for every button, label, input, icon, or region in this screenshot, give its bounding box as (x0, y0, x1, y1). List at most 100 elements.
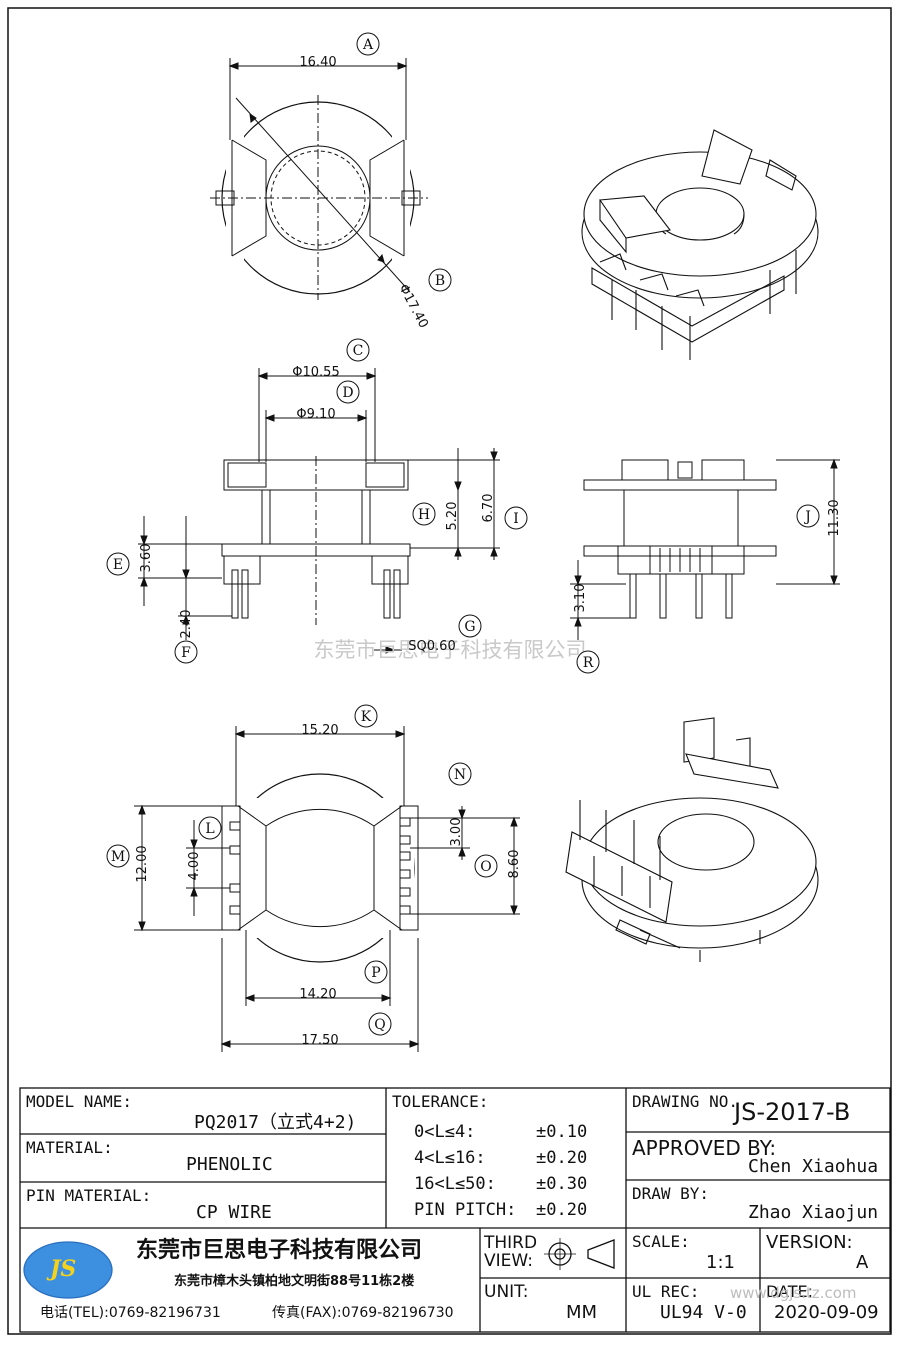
dimension-b: Φ17.40 (395, 282, 431, 331)
callout-circle-n (448, 762, 472, 786)
tolerance-range: PIN PITCH: (414, 1200, 517, 1220)
callout-label-p: P (371, 965, 380, 981)
dimension-a: 16.40 (299, 55, 336, 70)
unit-value: MM (566, 1302, 598, 1323)
dimension-i: 6.70 (481, 494, 496, 523)
callout-circle-r (576, 650, 600, 674)
callout-circle-k (354, 704, 378, 728)
callout-circle-l (198, 816, 222, 840)
company-address: 东莞市樟木头镇柏地文明街88号11栋2楼 (174, 1274, 415, 1289)
dimension-j: 11.30 (827, 499, 842, 536)
tolerance-value: ±0.20 (536, 1200, 588, 1220)
draw-by-value: Zhao Xiaojun (748, 1202, 879, 1223)
company-tel: 电话(TEL):0769-82196731 (40, 1305, 221, 1321)
callout-circle-b (428, 268, 452, 292)
material-label: MATERIAL: (26, 1138, 113, 1157)
tolerance-range: 16<L≤50: (414, 1174, 496, 1194)
dimension-l: 4.00 (187, 852, 202, 881)
dimension-o: 8.60 (507, 850, 522, 879)
callout-label-a: A (362, 37, 374, 53)
dimension-f: 2.40 (179, 610, 194, 639)
third-view-label: THIRD VIEW: (484, 1233, 538, 1271)
draw-by-label: DRAW BY: (632, 1184, 710, 1203)
scale-value: 1:1 (706, 1252, 735, 1273)
version-value: A (856, 1252, 869, 1273)
callout-label-h: H (418, 507, 430, 523)
company-name: 东莞市巨思电子科技有限公司 (136, 1238, 423, 1263)
unit-label: UNIT: (484, 1282, 529, 1302)
ul-value: UL94 V-0 (660, 1302, 747, 1323)
callout-label-q: Q (374, 1017, 385, 1033)
callout-label-m: M (111, 849, 125, 865)
callout-label-c: C (353, 343, 364, 359)
dimension-e: 3.60 (139, 544, 154, 573)
isometric-view-bottom (565, 717, 819, 962)
company-fax: 传真(FAX):0769-82196730 (272, 1305, 454, 1321)
model-label: MODEL NAME: (26, 1092, 132, 1111)
approved-value: Chen Xiaohua (748, 1156, 879, 1177)
callout-circle-j (796, 504, 820, 528)
callout-circle-p (364, 960, 388, 984)
callout-label-r: R (583, 655, 594, 671)
dimension-r: 3.10 (573, 584, 588, 613)
dimension-m: 12.00 (135, 845, 150, 882)
dimension-c: Φ10.55 (292, 365, 339, 380)
callout-label-k: K (361, 709, 372, 725)
callout-label-f: F (181, 645, 191, 661)
pin-material-value: CP WIRE (196, 1202, 272, 1223)
callout-circle-h (412, 502, 436, 526)
tolerance-range: 0<L≤4: (414, 1122, 476, 1142)
callout-circle-o (474, 854, 498, 878)
tolerance-range: 4<L≤16: (414, 1148, 486, 1168)
front-view (138, 368, 500, 654)
title-block-grid (19, 1087, 891, 1333)
callout-circle-e (106, 552, 130, 576)
callout-label-j: J (803, 509, 811, 525)
dimension-p: 14.20 (299, 987, 336, 1002)
callout-circle-c (346, 338, 370, 362)
callout-circle-f (174, 640, 198, 664)
approved-label: APPROVED BY: (632, 1136, 777, 1160)
isometric-view-top (581, 129, 819, 360)
callout-circle-g (458, 614, 482, 638)
dimension-g: SQ0.60 (408, 639, 455, 654)
callout-circle-q (368, 1012, 392, 1036)
watermark-text: 东莞市巨思电子科技有限公司 (314, 638, 587, 662)
model-value: PQ2017（立式4+2) (194, 1112, 357, 1133)
company-logo: JS (50, 1256, 77, 1282)
dimension-d: Φ9.10 (296, 407, 335, 422)
dimension-h: 5.20 (445, 502, 460, 531)
drawing-no-value: JS-2017-B (734, 1098, 851, 1126)
date-label: DATE: (766, 1282, 814, 1301)
pin-material-label: PIN MATERIAL: (26, 1186, 152, 1205)
top-view (210, 58, 428, 300)
scale-label: SCALE: (632, 1232, 690, 1251)
callout-label-n: N (454, 767, 466, 783)
callout-circle-d (336, 380, 360, 404)
ul-label: UL REC: (632, 1282, 700, 1301)
tolerance-value: ±0.20 (536, 1148, 588, 1168)
bottom-view (134, 726, 520, 1052)
callout-label-l: L (205, 821, 214, 837)
dimension-k: 15.20 (301, 723, 338, 738)
callout-circle-i (504, 506, 528, 530)
callout-label-o: O (480, 859, 491, 875)
dimension-n: 3.00 (449, 818, 464, 847)
callout-label-e: E (113, 557, 123, 573)
site-watermark: www.dgjs.tz.com (730, 1284, 857, 1302)
tolerance-label: TOLERANCE: (392, 1092, 489, 1111)
tolerance-value: ±0.10 (536, 1122, 588, 1142)
version-label: VERSION: (766, 1232, 853, 1253)
drawing-no-label: DRAWING NO. (632, 1092, 738, 1111)
dimension-q: 17.50 (301, 1033, 338, 1048)
date-value: 2020-09-09 (774, 1302, 879, 1323)
tolerance-value: ±0.30 (536, 1174, 588, 1194)
callout-label-b: B (435, 273, 445, 289)
callout-label-d: D (342, 385, 353, 401)
side-view (570, 458, 840, 640)
